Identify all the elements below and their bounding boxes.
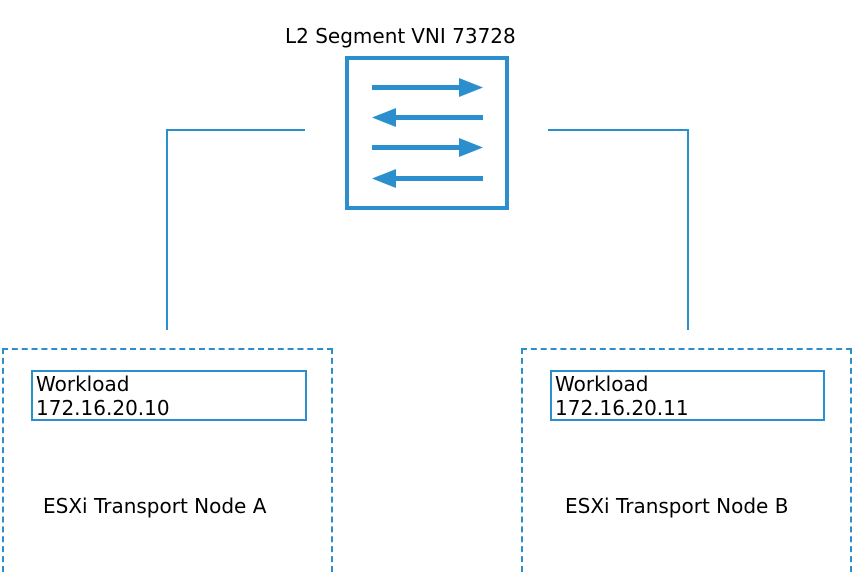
workload-box: Workload 172.16.20.11 bbox=[550, 370, 825, 421]
workload-title: Workload bbox=[555, 372, 649, 396]
l2-switch bbox=[345, 56, 509, 210]
l2-switch-icon bbox=[372, 78, 483, 188]
node-label: ESXi Transport Node A bbox=[43, 494, 267, 518]
connector-right bbox=[548, 129, 689, 330]
node-label: ESXi Transport Node B bbox=[565, 494, 789, 518]
workload-box: Workload 172.16.20.10 bbox=[31, 370, 307, 421]
connector-left bbox=[166, 129, 305, 330]
segment-name: L2 Segment bbox=[285, 24, 406, 48]
segment-vni: VNI 73728 bbox=[411, 24, 516, 48]
transport-node-a: Workload 172.16.20.10 ESXi Transport Nod… bbox=[2, 348, 333, 572]
workload-ip: 172.16.20.11 bbox=[555, 396, 689, 420]
arrow-left-icon bbox=[372, 108, 483, 127]
arrow-right-icon bbox=[372, 78, 483, 97]
arrow-right-icon bbox=[372, 138, 483, 157]
workload-ip: 172.16.20.10 bbox=[36, 396, 170, 420]
arrow-left-icon bbox=[372, 169, 483, 188]
transport-node-b: Workload 172.16.20.11 ESXi Transport Nod… bbox=[521, 348, 852, 572]
workload-title: Workload bbox=[36, 372, 130, 396]
